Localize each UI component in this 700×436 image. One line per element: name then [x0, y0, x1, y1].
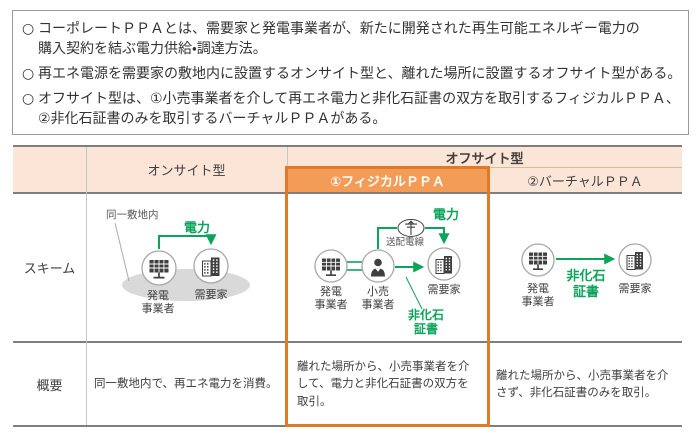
grid-ellipse	[397, 219, 425, 237]
solar-panel-icon	[149, 260, 169, 279]
retailer-label-line1: 小売	[367, 285, 389, 298]
electricity-label: 電力	[433, 207, 459, 223]
consumer-label: 需要家	[428, 282, 461, 296]
grid-uplink-line	[377, 227, 397, 249]
solar-panel-icon	[529, 252, 547, 270]
building-icon	[626, 252, 643, 270]
solar-panel-icon	[322, 258, 340, 276]
electricity-arrow	[425, 227, 450, 245]
overview-onsite-text: 同一敷地内で、再エネ電力を消費。	[94, 376, 278, 391]
non-fossil-label-line2: 証書	[414, 321, 438, 336]
bullet-circle-icon: ○	[22, 21, 35, 37]
non-fossil-label-line1: 非化石	[408, 307, 444, 322]
row-header-scheme: スキーム	[23, 261, 76, 277]
overview-virtual-text: 離れた場所から、小売事業者を介さず、非化石証書のみを取引。	[496, 367, 669, 399]
generator-label-line1: 発電	[320, 284, 342, 298]
bullet-circle-icon: ○	[22, 66, 35, 82]
overview-onsite-cell: 同一敷地内で、再エネ電力を消費。	[87, 343, 286, 425]
virtual-ppa-scheme-diagram: 非化石 証書 発電 事業者 需要家	[521, 243, 652, 308]
same-site-leader-line	[114, 222, 130, 282]
offsite-subheader-divider	[287, 167, 682, 168]
same-site-ellipse	[122, 269, 250, 301]
electricity-arrow	[158, 234, 217, 249]
onsite-offsite-divider	[287, 147, 288, 168]
row-header-overview: 概要	[36, 378, 63, 394]
retailer-label-line2: 事業者	[362, 298, 395, 311]
transmission-tower-icon	[405, 220, 417, 235]
generator-label-line2: 事業者	[142, 302, 175, 315]
generator-label-line1: 発電	[527, 281, 549, 295]
intro-bullet-3-line-2: ②非化石証書のみを取引するバーチャルＰＰＡがある。	[38, 111, 387, 127]
generator-label-line2: 事業者	[315, 298, 348, 311]
intro-box: ○ コーポレートＰＰＡとは、需要家と発電事業者が、新たに開発された再生可能エネル…	[12, 10, 689, 135]
overview-physical-cell: 離れた場所から、小売事業者を介して、電力と非化石証書の双方を取引。	[290, 343, 485, 425]
table-top-border	[13, 145, 682, 147]
physical-ppa-scheme-diagram: 送配電線 電力 発電 事業者 小売 事業者 需要家 非化石 証書	[314, 207, 461, 336]
building-icon	[435, 256, 452, 274]
table-bottom-border	[13, 425, 682, 427]
building-icon	[202, 257, 220, 277]
intro-bullet-2: ○ 再エネ電源を需要家の敷地内に設置するオンサイト型と、離れた場所に設置するオフ…	[22, 64, 682, 84]
non-fossil-label-line1: 非化石	[566, 268, 605, 284]
generator-label-line1: 発電	[147, 288, 169, 302]
col-group-header-offsite: オフサイト型	[445, 151, 524, 167]
scheme-overview-divider	[13, 341, 682, 343]
overview-physical-text: 離れた場所から、小売事業者を介して、電力と非化石証書の双方を取引。	[297, 359, 470, 408]
intro-bullet-1: ○ コーポレートＰＰＡとは、需要家と発電事業者が、新たに開発された再生可能エネル…	[22, 19, 679, 59]
bullet-circle-icon: ○	[22, 91, 35, 107]
col-header-physical-ppa: ①フィジカルＰＰＡ	[287, 168, 488, 192]
certificate-leader-line	[405, 276, 423, 310]
overview-virtual-cell: 離れた場所から、小売事業者を介さず、非化石証書のみを取引。	[489, 343, 682, 425]
intro-bullet-2-line-1: 再エネ電源を需要家の敷地内に設置するオンサイト型と、離れた場所に設置するオフサイ…	[38, 66, 682, 82]
intro-bullet-1-line-1: コーポレートＰＰＡとは、需要家と発電事業者が、新たに開発された再生可能エネルギー…	[38, 21, 640, 37]
same-site-label: 同一敷地内	[106, 208, 159, 221]
consumer-label: 需要家	[619, 281, 652, 295]
generator-label-line2: 事業者	[522, 295, 555, 308]
col-header-virtual-ppa: ②バーチャルＰＰＡ	[527, 174, 643, 190]
consumer-label: 需要家	[195, 287, 228, 301]
intro-bullet-1-line-2: 購入契約を結ぶ電力供給・調達方法。	[38, 41, 267, 57]
retailer-person-icon	[371, 258, 385, 277]
col-header-onsite: オンサイト型	[147, 164, 226, 179]
non-fossil-label-line2: 証書	[573, 284, 599, 300]
onsite-scheme-diagram: 同一敷地内 電力 発電 事業者 需要家	[106, 208, 250, 315]
grid-label: 送配電線	[386, 236, 425, 248]
rowlabel-column-divider	[86, 147, 87, 425]
electricity-label: 電力	[184, 220, 210, 236]
header-bottom-border	[13, 192, 682, 194]
intro-bullet-3: ○ オフサイト型は、①小売事業者を介して再エネ電力と非化石証書の双方を取引するフ…	[22, 89, 680, 129]
intro-bullet-3-line-1: オフサイト型は、①小売事業者を介して再エネ電力と非化石証書の双方を取引するフィジ…	[38, 91, 680, 107]
